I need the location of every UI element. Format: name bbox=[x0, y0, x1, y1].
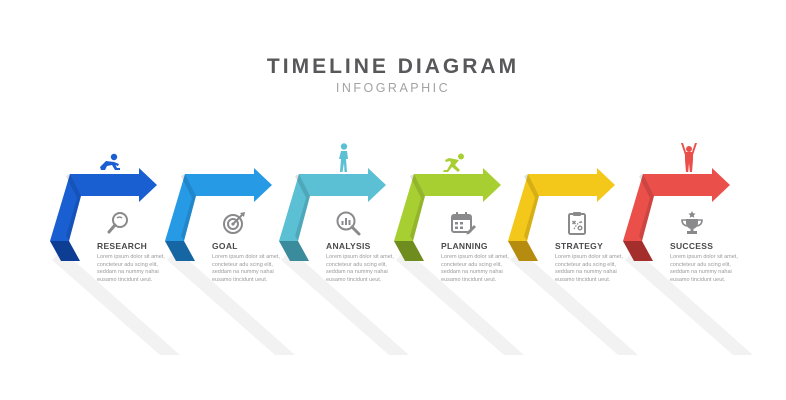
timeline-step: RESEARCH Lorem ipsum dolor sit amet, conc… bbox=[50, 140, 180, 370]
magnifier-icon bbox=[106, 210, 132, 236]
timeline-step: PLANNING Lorem ipsum dolor sit amet, conc… bbox=[394, 140, 524, 370]
chevron-arrow-shape bbox=[50, 168, 180, 355]
timeline-step: ANALYSIS Lorem ipsum dolor sit amet, conc… bbox=[279, 140, 409, 370]
diagram-title: TIMELINE DIAGRAM bbox=[266, 55, 520, 78]
step-label: RESEARCH bbox=[97, 241, 148, 251]
timeline-step: SUCCESS Lorem ipsum dolor sit amet, conct… bbox=[623, 140, 753, 370]
chart-search-icon bbox=[335, 210, 361, 236]
timeline-step: STRATEGY Lorem ipsum dolor sit amet, conc… bbox=[508, 140, 638, 370]
trophy-icon bbox=[679, 210, 705, 236]
calendar-icon bbox=[450, 210, 476, 236]
diagram-subtitle: INFOGRAPHIC bbox=[335, 81, 451, 95]
step-label: STRATEGY bbox=[555, 241, 604, 251]
chevron-arrow-shape bbox=[165, 168, 295, 355]
chevron-arrow-shape bbox=[508, 168, 638, 355]
chevron-arrow-shape bbox=[394, 168, 524, 355]
walking-figure-icon bbox=[336, 143, 352, 178]
celebrating-figure-icon bbox=[680, 143, 698, 178]
step-label: ANALYSIS bbox=[326, 241, 371, 251]
chevron-arrow-shape bbox=[279, 168, 409, 355]
step-description: Lorem ipsum dolor sit amet, concteteur a… bbox=[212, 254, 280, 283]
step-description: Lorem ipsum dolor sit amet, concteteur a… bbox=[555, 254, 623, 283]
step-description: Lorem ipsum dolor sit amet, concteteur a… bbox=[441, 254, 509, 283]
step-label: SUCCESS bbox=[670, 241, 714, 251]
timeline-step: GOAL Lorem ipsum dolor sit amet, conctete… bbox=[165, 140, 295, 370]
target-icon bbox=[221, 210, 247, 236]
step-label: GOAL bbox=[212, 241, 238, 251]
crouching-start-figure-icon bbox=[97, 153, 123, 178]
clipboard-strategy-icon bbox=[564, 210, 590, 236]
step-description: Lorem ipsum dolor sit amet, concteteur a… bbox=[670, 254, 738, 283]
step-description: Lorem ipsum dolor sit amet, concteteur a… bbox=[326, 254, 394, 283]
step-label: PLANNING bbox=[441, 241, 488, 251]
chevron-arrow-shape bbox=[623, 168, 753, 355]
running-figure-icon bbox=[441, 153, 467, 178]
step-description: Lorem ipsum dolor sit amet, concteteur a… bbox=[97, 254, 165, 283]
